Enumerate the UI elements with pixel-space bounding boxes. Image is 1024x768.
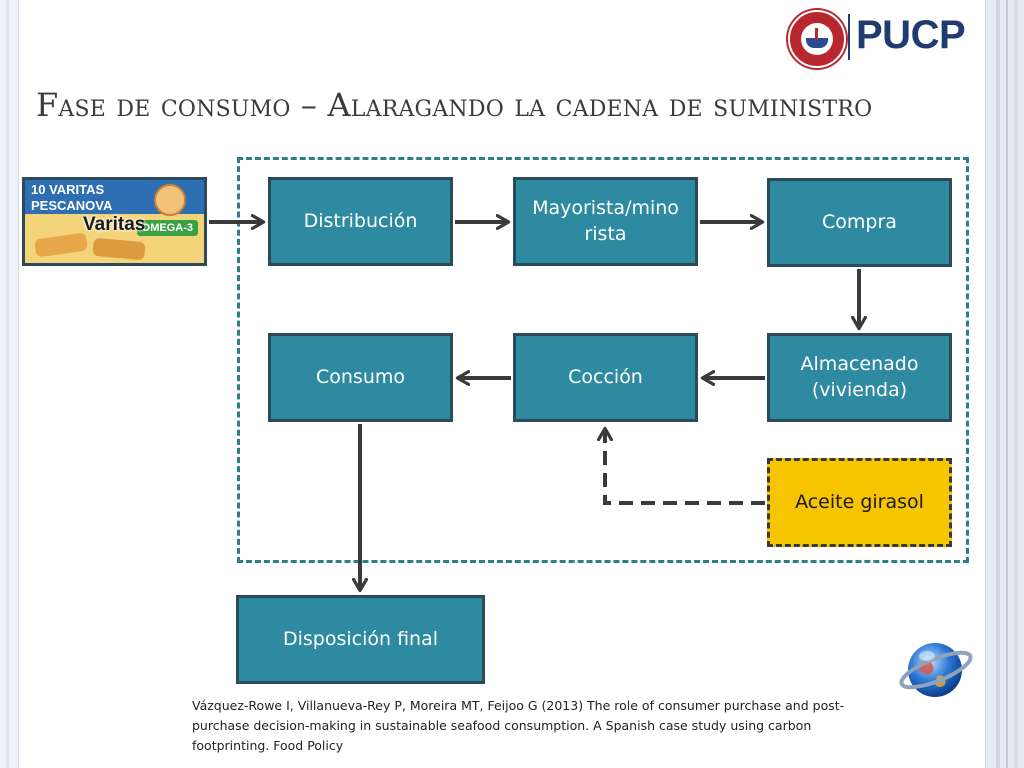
globe-icon	[899, 643, 973, 697]
pucp-logo: PUCP	[788, 10, 974, 68]
citation-text: Vázquez-Rowe I, Villanueva-Rey P, Moreir…	[192, 698, 845, 753]
mascot-face-icon	[154, 184, 186, 216]
product-label: Varitas	[83, 214, 146, 235]
consumption-phase-frame	[237, 157, 969, 563]
node-distribucion: Distribución	[268, 177, 453, 266]
left-decorative-bar	[0, 0, 19, 768]
node-aceite-girasol: Aceite girasol	[767, 458, 952, 547]
product-image-varitas: 10 VARITAS PESCANOVA OMEGA-3 Varitas	[22, 177, 207, 266]
slide-title: Fase de consumo – Alaragando la cadena d…	[36, 86, 873, 124]
node-disposicion-final: Disposición final	[236, 595, 485, 684]
product-brand-line2: PESCANOVA	[31, 198, 113, 213]
node-mayorista-minorista: Mayorista/mino rista	[513, 177, 698, 266]
product-badge: OMEGA-3	[136, 220, 198, 236]
node-consumo: Consumo	[268, 333, 453, 422]
product-brand-line1: 10 VARITAS	[31, 182, 105, 197]
node-compra: Compra	[767, 178, 952, 267]
right-decorative-bar	[985, 0, 1024, 768]
node-coccion: Cocción	[513, 333, 698, 422]
arrow-aceite-to-coccion	[597, 426, 765, 505]
logo-text: PUCP	[856, 13, 966, 57]
node-almacenado: Almacenado (vivienda)	[767, 333, 952, 422]
logo-divider	[848, 14, 850, 60]
university-seal-icon	[788, 10, 846, 68]
